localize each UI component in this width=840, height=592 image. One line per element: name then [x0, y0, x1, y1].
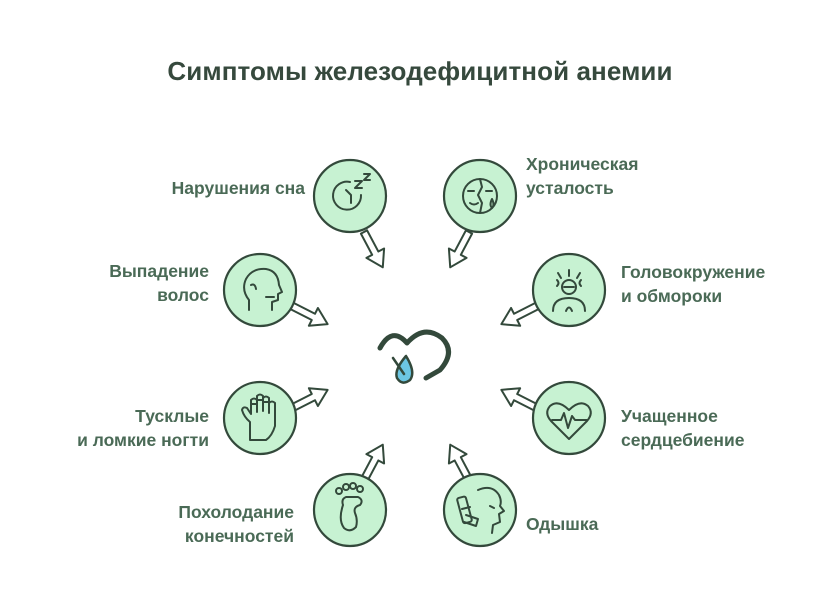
- circle-sleep: [312, 158, 388, 234]
- circle-hair: [222, 252, 298, 328]
- label-fatigue: Хроническая усталость: [526, 154, 639, 198]
- label-cold: Похолодание конечностей: [178, 502, 294, 546]
- label-breath: Одышка: [526, 514, 599, 534]
- label-nails: Тусклые и ломкие ногти: [77, 406, 209, 450]
- sleep-clock-icon: [332, 173, 371, 211]
- heart-drop-icon: [377, 329, 451, 384]
- circle-heart: [531, 380, 607, 456]
- label-dizzy: Головокружение и обмороки: [621, 262, 766, 306]
- label-heart: Учащенное сердцебиение: [621, 406, 745, 450]
- arrow-sleep: [359, 229, 386, 269]
- dizzy-person-icon: [552, 269, 586, 312]
- circle-dizzy: [531, 252, 607, 328]
- arrow-heart: [500, 387, 540, 413]
- circle-cold: [312, 472, 388, 548]
- label-sleep: Нарушения сна: [171, 178, 305, 198]
- arrow-dizzy: [500, 301, 540, 327]
- footprint-icon: [335, 482, 364, 532]
- arrow-hair: [289, 301, 329, 327]
- head-profile-icon: [243, 267, 283, 311]
- hand-icon: [241, 393, 276, 441]
- circle-breath: [442, 472, 518, 548]
- arrow-cold: [359, 443, 386, 483]
- tired-face-icon: [462, 178, 498, 214]
- heartbeat-icon: [546, 402, 592, 440]
- arrow-fatigue: [447, 229, 474, 269]
- arrow-nails: [289, 387, 329, 413]
- page-title: Симптомы железодефицитной анемии: [167, 56, 673, 86]
- label-hair: Выпадение волос: [109, 261, 209, 305]
- inhaler-face-icon: [456, 486, 505, 534]
- circle-nails: [222, 380, 298, 456]
- circle-fatigue: [442, 158, 518, 234]
